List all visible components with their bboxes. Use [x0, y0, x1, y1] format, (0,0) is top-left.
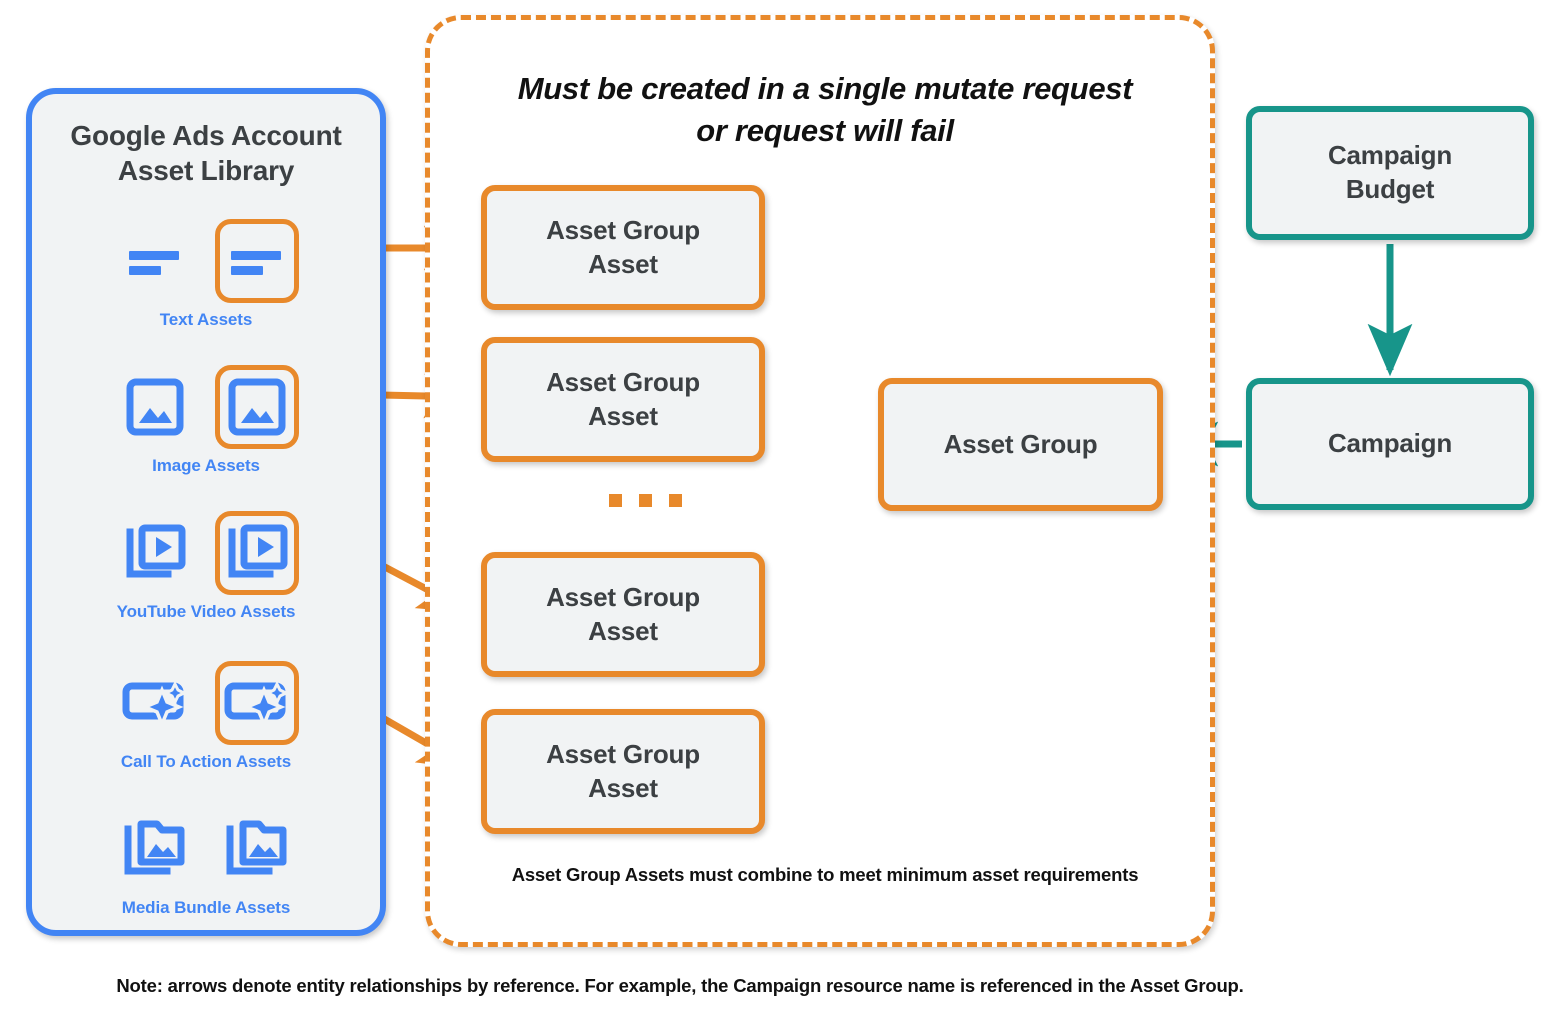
- asset-group-asset-label-1: Asset Group Asset: [546, 214, 700, 282]
- asset-group-asset-label-line1: Asset Group: [546, 738, 700, 769]
- media-bundle-folder-icon: [124, 820, 185, 875]
- asset-caption-text: Text Assets: [159, 310, 253, 329]
- asset-row-media-bundle: Media Bundle Assets: [32, 800, 380, 930]
- image-icon-slot-2[interactable]: [215, 365, 299, 449]
- asset-group-label: Asset Group: [943, 428, 1098, 459]
- text-lines-icon: [129, 251, 179, 275]
- call-to-action-icon-slot-2[interactable]: [215, 661, 299, 745]
- call-to-action-icon-slot-1: [113, 661, 197, 745]
- mutate-request-footnote: Asset Group Assets must combine to meet …: [511, 864, 1139, 885]
- asset-group-asset-box-2[interactable]: Asset Group Asset: [481, 337, 765, 462]
- campaign-budget-box[interactable]: Campaign Budget: [1246, 106, 1534, 240]
- mutate-request-note: Must be created in a single mutate reque…: [460, 68, 1190, 152]
- campaign-budget-label: Campaign Budget: [1328, 139, 1452, 207]
- media-bundle-folder-icon: [226, 820, 287, 875]
- campaign-box[interactable]: Campaign: [1246, 378, 1534, 510]
- asset-row-text: Text Assets: [32, 212, 380, 342]
- asset-library-title-line2: Asset Library: [117, 155, 295, 187]
- asset-row-cta: Call To Action Assets: [32, 654, 380, 784]
- asset-group-asset-label-line1: Asset Group: [546, 581, 700, 612]
- asset-caption-image: Image Assets: [152, 456, 260, 475]
- text-lines-icon-slot-1: [113, 219, 197, 303]
- asset-group-asset-label-3: Asset Group Asset: [546, 581, 700, 649]
- media-bundle-folder-icon-slot-2: [215, 807, 299, 891]
- asset-caption-video: YouTube Video Assets: [116, 602, 296, 621]
- asset-icons-video: [32, 504, 380, 602]
- asset-library-panel: Google Ads Account Asset Library: [26, 88, 386, 936]
- asset-group-asset-box-4[interactable]: Asset Group Asset: [481, 709, 765, 834]
- diagram-footnote: Note: arrows denote entity relationships…: [116, 975, 1244, 996]
- asset-group-asset-box-3[interactable]: Asset Group Asset: [481, 552, 765, 677]
- asset-group-asset-box-1[interactable]: Asset Group Asset: [481, 185, 765, 310]
- image-icon-slot-1: [113, 365, 197, 449]
- ellipsis-dot: [668, 493, 682, 507]
- ellipsis-indicator: [600, 490, 690, 510]
- asset-icons-cta: [32, 654, 380, 752]
- asset-icons-media-bundle: [32, 800, 380, 898]
- asset-caption-media-bundle: Media Bundle Assets: [121, 898, 291, 917]
- video-stack-icon: [228, 524, 288, 578]
- media-bundle-folder-icon-slot-1: [113, 807, 197, 891]
- video-stack-icon-slot-2[interactable]: [215, 511, 299, 595]
- asset-icons-image: [32, 358, 380, 456]
- call-to-action-icon: [224, 680, 290, 728]
- ellipsis-dot: [638, 493, 652, 507]
- asset-icons-text: [32, 212, 380, 310]
- asset-row-image: Image Assets: [32, 358, 380, 488]
- asset-group-asset-label-line1: Asset Group: [546, 214, 700, 245]
- asset-group-asset-label-line2: Asset: [588, 400, 658, 431]
- asset-library-title-line1: Google Ads Account: [70, 120, 342, 151]
- asset-group-asset-label-line2: Asset: [588, 248, 658, 279]
- mutate-note-line2: or request will fail: [696, 113, 954, 149]
- video-stack-icon: [126, 524, 186, 578]
- ellipsis-dot: [608, 493, 622, 507]
- asset-caption-cta: Call To Action Assets: [120, 752, 292, 771]
- asset-library-title: Google Ads Account Asset Library: [32, 118, 380, 189]
- asset-group-asset-label-4: Asset Group Asset: [546, 738, 700, 806]
- call-to-action-icon: [122, 680, 188, 728]
- asset-row-video: YouTube Video Assets: [32, 504, 380, 634]
- asset-group-asset-label-2: Asset Group Asset: [546, 366, 700, 434]
- image-icon: [228, 378, 286, 436]
- campaign-budget-label-line1: Campaign: [1327, 140, 1453, 171]
- video-stack-icon-slot-1: [113, 511, 197, 595]
- asset-group-box[interactable]: Asset Group: [878, 378, 1163, 511]
- campaign-budget-label-line2: Budget: [1345, 174, 1435, 204]
- image-icon: [126, 378, 184, 436]
- mutate-note-line1: Must be created in a single mutate reque…: [517, 71, 1133, 106]
- campaign-label: Campaign: [1327, 428, 1453, 459]
- text-lines-icon-slot-2[interactable]: [215, 219, 299, 303]
- text-lines-icon: [231, 251, 281, 275]
- asset-group-asset-label-line2: Asset: [588, 615, 658, 646]
- asset-group-asset-label-line1: Asset Group: [546, 366, 700, 397]
- asset-group-asset-label-line2: Asset: [588, 772, 658, 803]
